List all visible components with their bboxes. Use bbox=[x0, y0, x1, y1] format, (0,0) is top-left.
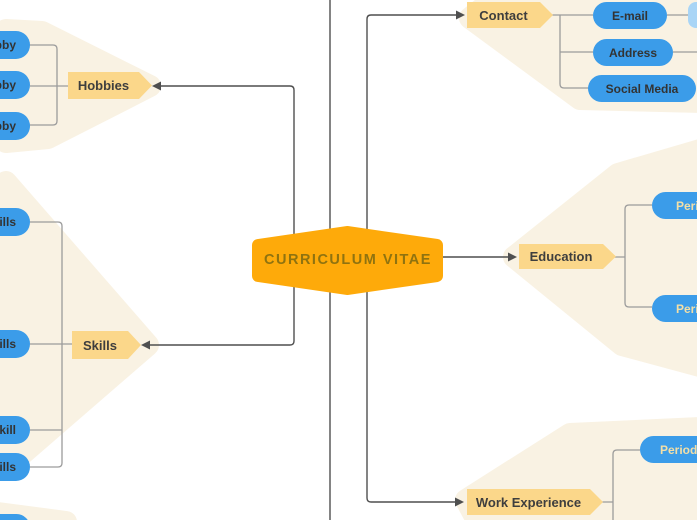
skills-bracket bbox=[30, 221, 72, 468]
child-node-address[interactable]: Address bbox=[593, 39, 673, 66]
arrowhead-work-experience bbox=[455, 497, 464, 507]
branch-node-skills[interactable]: Skills bbox=[72, 331, 141, 359]
child-node-skill-3[interactable]: Skill bbox=[0, 416, 30, 444]
arrowhead-education bbox=[508, 252, 517, 262]
child-connectors bbox=[29, 14, 697, 520]
branch-node-contact[interactable]: Contact bbox=[467, 2, 553, 28]
connector-work-experience bbox=[366, 285, 456, 503]
center-node-shape[interactable] bbox=[252, 226, 443, 295]
work-experience-bracket bbox=[602, 449, 640, 520]
arrowhead-skills bbox=[141, 340, 150, 350]
center-node-label: CURRICULUM VITAE bbox=[264, 252, 432, 268]
education-bracket bbox=[614, 204, 652, 308]
branch-node-education[interactable]: Education bbox=[519, 244, 616, 269]
skills-blob bbox=[0, 171, 159, 479]
child-node-social-media[interactable]: Social Media bbox=[588, 75, 696, 102]
child-node-skill-2[interactable]: Skills bbox=[0, 330, 30, 358]
child-node-skill-4[interactable]: Skills bbox=[0, 453, 30, 481]
child-node-email[interactable]: E-mail bbox=[593, 2, 667, 29]
branch-node-work-experience[interactable]: Work Experience bbox=[467, 489, 603, 515]
arrowhead-contact bbox=[456, 10, 465, 20]
connector-arrowheads bbox=[141, 10, 517, 507]
hobbies-bracket bbox=[29, 44, 68, 126]
branch-node-hobbies[interactable]: Hobbies bbox=[68, 72, 152, 99]
child-node-work-period[interactable]: Period bbox=[640, 436, 697, 463]
grandchild-node-email-partial[interactable] bbox=[688, 2, 697, 28]
child-node-hobby-3[interactable]: Hobby bbox=[0, 112, 30, 140]
child-node-partial-bottom-left[interactable] bbox=[0, 514, 30, 520]
connector-hobbies bbox=[160, 85, 295, 240]
arrowhead-hobbies bbox=[152, 81, 161, 91]
child-node-hobby-1[interactable]: Hobby bbox=[0, 31, 30, 59]
connector-skills bbox=[149, 283, 295, 346]
connector-contact bbox=[366, 14, 457, 236]
child-node-skill-1[interactable]: Skills bbox=[0, 208, 30, 236]
child-node-education-period-1[interactable]: Period bbox=[652, 192, 697, 219]
main-connectors bbox=[149, 0, 509, 520]
child-node-education-period-2[interactable]: Period bbox=[652, 295, 697, 322]
child-node-hobby-2[interactable]: Hobby bbox=[0, 71, 30, 99]
contact-bracket bbox=[552, 14, 697, 89]
